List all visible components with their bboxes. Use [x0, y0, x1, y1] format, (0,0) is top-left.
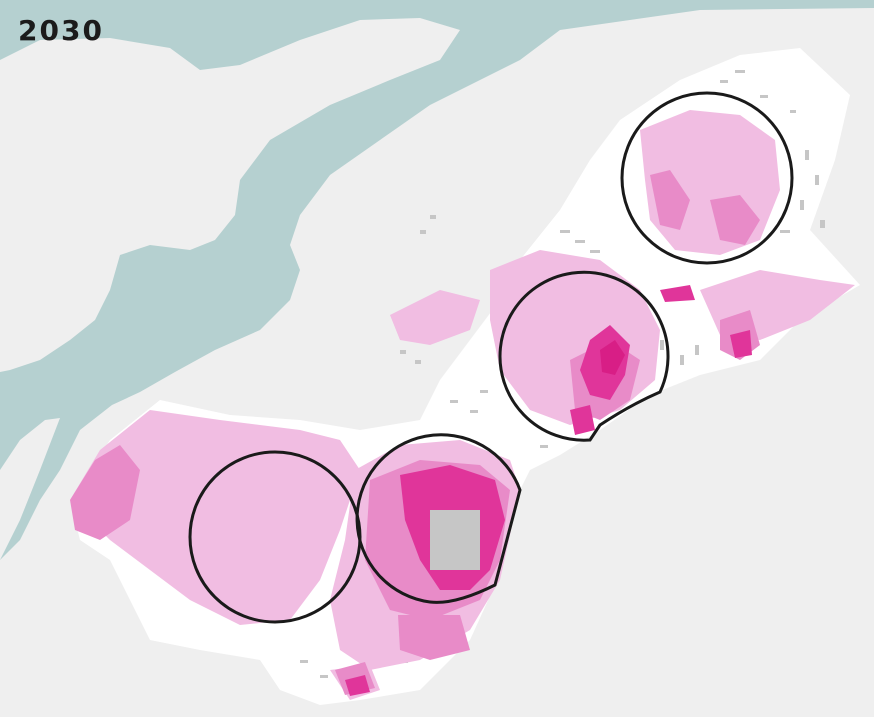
year-label: 2030 [18, 14, 104, 47]
density-peak [430, 340, 625, 570]
small-island [59, 206, 75, 246]
northwest-peninsula [0, 18, 460, 372]
zone-circle-central [498, 270, 670, 442]
zone-circle-northeast [620, 91, 794, 265]
zone-circles [188, 91, 794, 624]
southwest-shore [0, 418, 60, 560]
zone-circle-south-center [355, 433, 522, 604]
